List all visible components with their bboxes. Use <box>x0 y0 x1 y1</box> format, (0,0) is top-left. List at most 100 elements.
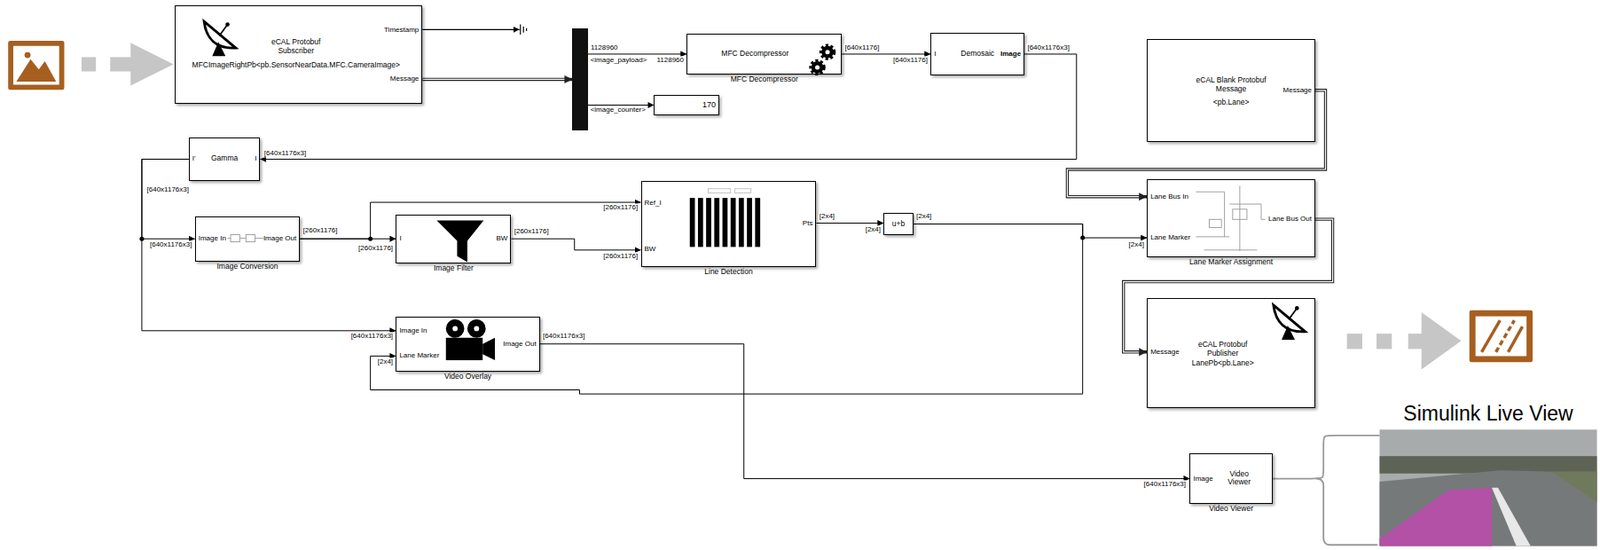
signal-line <box>540 344 1191 479</box>
lane-output-icon <box>1469 310 1533 363</box>
signal-line <box>588 53 688 55</box>
port-label: I <box>254 155 257 164</box>
dimension-label: [640x1176] <box>892 55 929 64</box>
block-text: eCAL Blank Protobuf Message <box>1190 76 1272 95</box>
bus-line <box>1066 90 1326 197</box>
port-label: Ref_I <box>644 198 662 207</box>
lane-output-icon <box>1507 326 1522 353</box>
signal-line <box>588 104 655 106</box>
line-detection-icon <box>730 197 737 247</box>
line-detection-icon <box>738 197 745 247</box>
bus-line <box>1123 219 1334 353</box>
terminator-symbol <box>520 24 527 36</box>
block-text: <pb.Lane> <box>1213 98 1250 108</box>
subsystem-preview <box>1208 219 1222 228</box>
signal-line <box>299 202 641 239</box>
block-caption: Image Filter <box>433 264 474 274</box>
signal-line <box>841 53 931 55</box>
dimension-label: [260x1176] <box>513 227 550 236</box>
line-detection-icon <box>690 188 761 248</box>
subsystem-preview <box>245 235 255 243</box>
subsystem-block: Image InLane MarkerImage OutVideo Overla… <box>395 316 540 372</box>
line-detection-icon <box>705 197 712 247</box>
block-text: Demosaic <box>960 49 995 59</box>
antenna-icon <box>1273 305 1306 332</box>
camera-icon <box>473 326 479 332</box>
block-caption: Lane Marker Assignment <box>1189 258 1273 267</box>
dimension-label: [640x1176x3] <box>146 185 190 194</box>
port-label: Image Out <box>263 235 297 244</box>
subsystem-block: Lane Bus InLane MarkerLane Bus OutLane M… <box>1146 179 1316 257</box>
camera-icon <box>452 326 458 332</box>
port-label: Lane Bus Out <box>1268 214 1312 223</box>
subsystem-preview <box>1232 209 1248 220</box>
filter-icon <box>436 219 484 262</box>
line-detection-icon <box>754 197 761 247</box>
signal-line <box>588 104 655 106</box>
port-label: Message <box>1283 86 1312 95</box>
antenna-icon <box>1294 305 1300 311</box>
image-source-icon <box>24 52 32 59</box>
signal-line <box>299 202 641 239</box>
port-label: Image <box>1192 474 1213 483</box>
live-view-frame: Simulink Live View <box>1379 429 1597 546</box>
bus-line <box>422 78 573 80</box>
brace-connector <box>1272 435 1381 479</box>
signal-line <box>510 238 641 251</box>
subsystem-block: Ref_IBWPtsLine Detection <box>641 180 817 268</box>
signal-name: <image_counter> <box>590 106 646 115</box>
dimension-label: [640x1176x3] <box>263 149 307 157</box>
gamma-block: I'GammaI <box>188 137 261 181</box>
port-label: BW <box>496 235 509 244</box>
dimension-label: [640x1176x3] <box>149 241 193 250</box>
port-label: BW <box>644 245 657 254</box>
block-text: Video Viewer <box>1223 470 1255 488</box>
port-label: I <box>399 235 401 244</box>
dimension-label: [260x1176] <box>357 243 394 252</box>
port-label: Lane Marker <box>399 351 440 360</box>
block-text: Gamma <box>211 155 238 165</box>
view-title: Simulink Live View <box>1403 401 1573 425</box>
block-text: MFCImageRightPb<pb.SensorNearData.MFC.Ca… <box>192 61 400 71</box>
line-detection-icon <box>746 197 753 247</box>
flow-arrow <box>1421 312 1462 369</box>
block-caption: Video Overlay <box>444 372 492 382</box>
camera-icon <box>482 337 495 361</box>
flow-arrow <box>1376 333 1392 349</box>
bus-line <box>1066 90 1326 197</box>
camera-icon <box>446 337 483 361</box>
bus-selector: <image_payload><image_counter> <box>572 28 588 131</box>
port-label: Image <box>1000 49 1021 58</box>
flow-arrow <box>130 42 173 86</box>
signal-line <box>815 222 884 224</box>
signal-line <box>370 224 1083 395</box>
live-view-picture <box>1379 455 1597 474</box>
flow-arrow <box>1347 333 1363 349</box>
dimension-label: [640x1176x3] <box>350 331 394 340</box>
block-caption: Image Conversion <box>216 262 278 272</box>
bus-line-core <box>1066 90 1326 197</box>
antenna-icon <box>225 22 230 27</box>
port-label: Image Out <box>502 339 536 348</box>
bus-line-core <box>1123 219 1334 353</box>
demosaic-block: I Demosaic Image <box>930 32 1025 76</box>
signal-line <box>141 158 396 330</box>
signal-line <box>815 222 884 224</box>
signal-line <box>913 224 1147 239</box>
antenna-icon <box>219 24 228 37</box>
antenna-icon <box>1273 305 1306 340</box>
signal-line <box>913 224 1147 239</box>
port-label: Message <box>1150 347 1179 356</box>
subsystem-preview <box>230 235 240 243</box>
dimension-label: [640x1176x3] <box>1143 480 1187 489</box>
port-label: Lane Marker <box>1150 233 1191 242</box>
camera-icon <box>446 319 465 338</box>
flow-arrow <box>109 56 133 71</box>
gear-icon <box>825 49 831 55</box>
port-label: I <box>933 49 936 58</box>
block-text: eCAL Protobuf Publisher <box>1186 341 1259 360</box>
signal-line <box>588 53 688 55</box>
dimension-label: [640x1176x3] <box>1026 43 1070 52</box>
signal-line <box>540 344 1191 479</box>
antenna-icon <box>1288 307 1297 320</box>
